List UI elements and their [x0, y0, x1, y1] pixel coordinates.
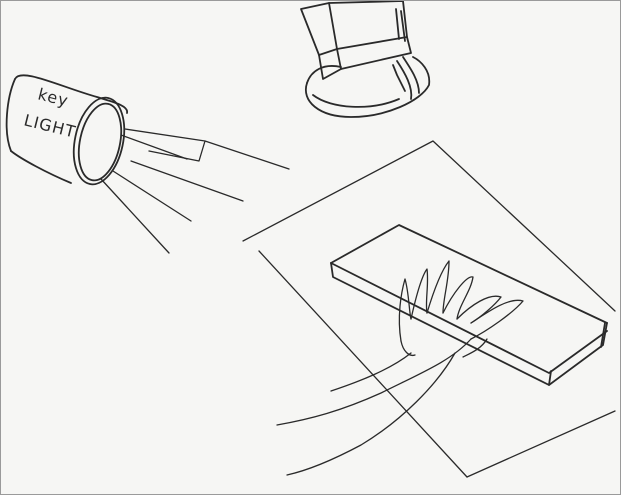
light-beam — [101, 129, 289, 253]
lamp-label-key: key — [36, 84, 71, 110]
table-surface — [243, 141, 615, 477]
overhead-camera — [301, 1, 429, 117]
keyboard-box — [331, 225, 607, 385]
lamp-label-light: LIGHT — [22, 110, 78, 141]
hand-and-arm — [277, 261, 523, 475]
